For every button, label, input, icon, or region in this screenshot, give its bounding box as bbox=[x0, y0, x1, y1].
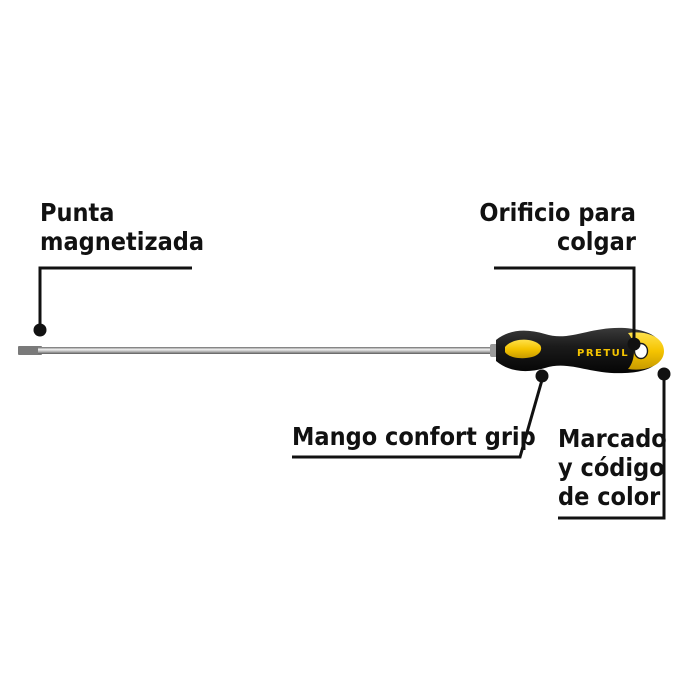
leader-lines bbox=[38, 266, 666, 520]
screwdriver: PRETUL bbox=[18, 327, 664, 374]
label-orificio-para-colgar: Orificio para colgar bbox=[479, 198, 636, 256]
screwdriver-shaft bbox=[38, 347, 494, 354]
leader-line-mango bbox=[292, 379, 544, 459]
leader-line-orificio bbox=[494, 266, 636, 342]
label-marcado-codigo-color: Marcado y código de color bbox=[558, 424, 667, 511]
label-mango-confort-grip: Mango confort grip bbox=[292, 422, 536, 451]
label-punta-line2: magnetizada bbox=[40, 227, 205, 256]
label-marcado-line3: de color bbox=[558, 482, 661, 511]
callout-dot-marcado bbox=[657, 367, 671, 381]
callout-dots bbox=[33, 323, 671, 383]
label-punta-line1: Punta bbox=[40, 198, 115, 227]
handle-black-grip bbox=[496, 327, 662, 374]
label-punta-magnetizada: Punta magnetizada bbox=[40, 198, 204, 256]
handle-yellow-insert-front bbox=[505, 339, 542, 359]
callout-dot-orificio bbox=[627, 337, 641, 351]
label-marcado-line1: Marcado bbox=[558, 424, 667, 453]
label-orificio-line2: colgar bbox=[557, 227, 636, 256]
callout-dot-punta bbox=[33, 323, 47, 337]
screwdriver-tip bbox=[18, 346, 42, 355]
leader-line-punta bbox=[38, 266, 192, 328]
label-marcado-line2: y código bbox=[558, 453, 665, 482]
leader-line-marcado bbox=[558, 376, 666, 520]
handle-brand-text: PRETUL bbox=[577, 348, 629, 359]
callout-dot-mango bbox=[535, 369, 549, 383]
label-mango-text: Mango confort grip bbox=[292, 422, 536, 451]
label-orificio-line1: Orificio para bbox=[479, 198, 636, 227]
